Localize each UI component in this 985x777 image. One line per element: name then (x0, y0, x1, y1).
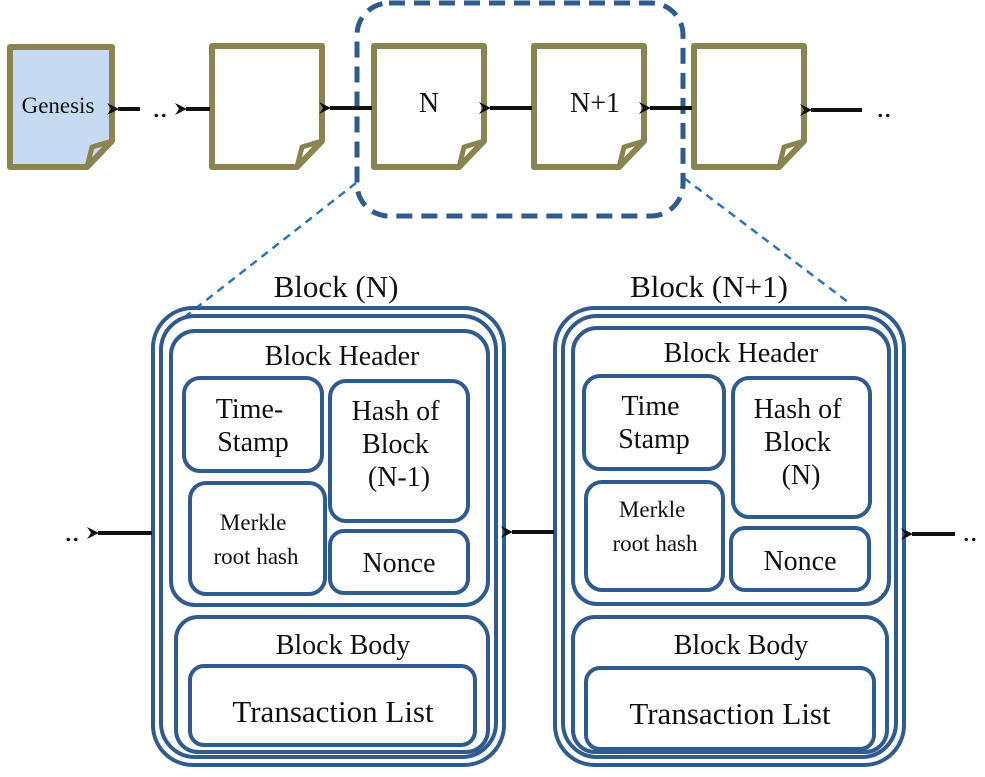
block-n-title: Block (N) (274, 269, 399, 304)
block-n-timestamp-line2: Stamp (217, 427, 289, 458)
block-n-body-label: Block Body (276, 630, 411, 661)
chain-block-n1-label: N+1 (570, 88, 620, 119)
block-n-transactions-box (188, 664, 477, 747)
genesis-block-fold (84, 138, 113, 168)
chain-block-n1 (531, 43, 647, 170)
block-n1-merkle-line1: Merkle (619, 497, 685, 522)
block-n-merkle-line1: Merkle (220, 510, 286, 535)
genesis-label: Genesis (22, 93, 95, 118)
block-n-hash-line1: Hash of (352, 396, 441, 427)
block-n-body-box (174, 615, 490, 754)
block-n1-timestamp-box (582, 374, 726, 471)
block-n1-header-box (571, 326, 891, 606)
chain-block-n (371, 43, 487, 170)
zoom-line-right (683, 177, 849, 303)
block-n1-hash-line3: (N) (782, 460, 821, 491)
block-n-header-label: Block Header (265, 341, 420, 372)
block-n-hash-line3: (N-1) (368, 462, 430, 493)
chain-block-unlabeled-left-fold (294, 138, 323, 168)
block-n-nonce-box (328, 529, 470, 595)
chain-block-n-fold (456, 138, 485, 168)
block-n-header-box (169, 329, 490, 607)
block-n1-body-label: Block Body (674, 630, 809, 661)
block-n1-body-box (571, 615, 889, 754)
block-n-hash-line2: Block (362, 429, 429, 460)
genesis-block (7, 44, 115, 170)
block-n1-title: Block (N+1) (630, 269, 788, 304)
block-n1-inner (561, 314, 898, 759)
block-n1-merkle-box (584, 480, 725, 592)
zoom-line-left (185, 182, 357, 317)
block-n1-detail: Block (N+1) Block Header Time Stamp Hash… (553, 269, 906, 767)
block-n1-hash-line2: Block (764, 427, 831, 458)
block-n1-timestamp-line1: Time (621, 391, 679, 422)
block-n1-timestamp-line2: Stamp (618, 424, 690, 455)
block-n-inner (159, 314, 498, 759)
block-n1-transactions-box (584, 666, 876, 751)
block-n-timestamp-line1: Time- (216, 394, 283, 425)
block-n1-hash-text: Hash of Block (N) (754, 394, 849, 491)
lower-right-dots: .. (963, 515, 978, 548)
block-n1-header-label: Block Header (664, 338, 819, 369)
block-n-detail: Block (N) Block Header Time- Stamp Hash … (151, 269, 506, 767)
chain-block-unlabeled-right (691, 43, 807, 170)
block-n-timestamp-box (182, 376, 324, 473)
chain-block-unlabeled-left (209, 43, 325, 170)
block-n-merkle-box (188, 481, 327, 596)
block-n-hash-box (328, 379, 470, 523)
block-n-merkle-line2: root hash (214, 544, 299, 569)
block-n-nonce-label: Nonce (362, 548, 435, 579)
block-n-timestamp-text: Time- Stamp (216, 394, 290, 458)
block-n1-transactions-label: Transaction List (629, 696, 831, 731)
block-n-hash-text: Hash of Block (N-1) (352, 396, 447, 493)
block-n1-hash-line1: Hash of (754, 394, 843, 425)
lower-left-dots: .. (65, 515, 80, 548)
block-n-transactions-label: Transaction List (232, 694, 434, 729)
block-n1-hash-box (731, 376, 872, 519)
block-n1-nonce-label: Nonce (763, 546, 836, 577)
block-n-merkle-text: Merkle root hash (214, 510, 299, 569)
chain-block-n-label: N (419, 88, 439, 119)
chain-block-n1-fold (616, 138, 645, 168)
block-n1-merkle-line2: root hash (613, 531, 698, 556)
block-n1-merkle-text: Merkle root hash (613, 497, 698, 556)
chain-block-unlabeled-right-fold (776, 138, 805, 168)
chain-left-dots: .. (153, 91, 168, 124)
block-n1-timestamp-text: Time Stamp (618, 391, 690, 455)
chain-right-dots: .. (877, 91, 892, 124)
block-n1-nonce-box (729, 526, 871, 592)
